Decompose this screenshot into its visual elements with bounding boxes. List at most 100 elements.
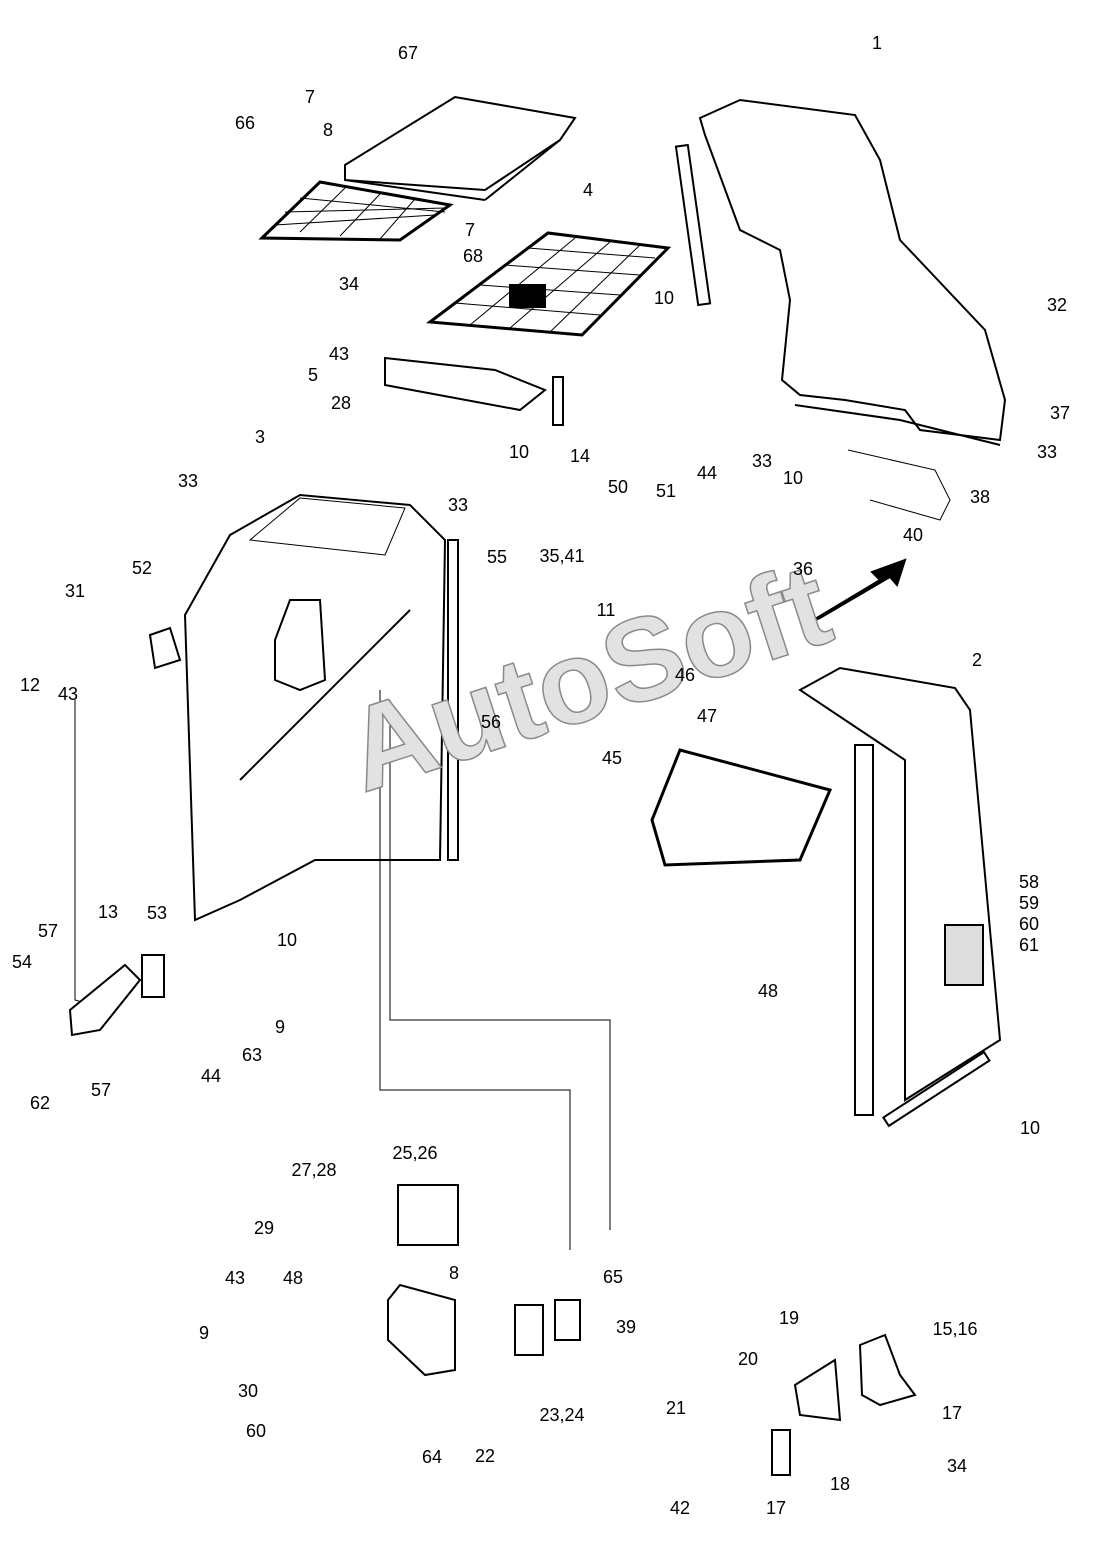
callout: 4	[582, 180, 594, 200]
callout: 20	[737, 1349, 759, 1369]
callout: 68	[462, 246, 484, 266]
part-10-seal-lower	[881, 1050, 991, 1128]
callout: 43	[57, 684, 79, 704]
callout: 10	[276, 930, 298, 950]
part-67-cover	[344, 95, 577, 192]
callout: 52	[131, 558, 153, 578]
callout: 21	[665, 1398, 687, 1418]
callout-stack: 58 59 60 61	[1019, 872, 1039, 956]
callout: 2	[971, 650, 983, 670]
callout: 42	[669, 1498, 691, 1518]
part-53-plate	[141, 954, 165, 998]
callout: 27,28	[291, 1160, 337, 1180]
callout: 60	[245, 1421, 267, 1441]
part-52-plate	[148, 626, 182, 670]
callout: 31	[64, 581, 86, 601]
callout: 11	[596, 600, 616, 620]
callout: 55	[486, 547, 508, 567]
callout: 40	[902, 525, 924, 545]
callout: 8	[448, 1263, 460, 1283]
callout: 44	[200, 1066, 222, 1086]
callout: 9	[198, 1323, 210, 1343]
callout: 33	[177, 471, 199, 491]
part-25-latch	[397, 1184, 459, 1246]
callout: 8	[322, 120, 334, 140]
callout: 10	[508, 442, 530, 462]
screen-center-mark	[509, 284, 546, 308]
callout: 23,24	[539, 1405, 585, 1425]
callout: 61	[1018, 935, 1040, 955]
part-45-filter	[650, 748, 833, 867]
part-65-plate	[554, 1299, 581, 1341]
callout: 63	[241, 1045, 263, 1065]
callout: 9	[274, 1017, 286, 1037]
callout: 65	[602, 1267, 624, 1287]
part-4-screen	[425, 231, 672, 337]
callout: 10	[782, 468, 804, 488]
callout: 54	[11, 952, 33, 972]
part-15-hinge	[858, 1333, 917, 1407]
part-1-housing	[698, 98, 1007, 442]
part-48-pillar	[854, 744, 874, 1116]
callout: 17	[941, 1403, 963, 1423]
callout: 7	[464, 220, 476, 240]
callout: 43	[224, 1268, 246, 1288]
callout: 30	[237, 1381, 259, 1401]
callout: 32	[1046, 295, 1068, 315]
callout: 29	[253, 1218, 275, 1238]
callout: 67	[397, 43, 419, 63]
part-33-seal	[447, 539, 459, 861]
callout: 1	[871, 33, 883, 53]
callout: 35,41	[539, 546, 585, 566]
callout: 25,26	[392, 1143, 438, 1163]
callout: 34	[338, 274, 360, 294]
callout: 53	[146, 903, 168, 923]
callout: 45	[601, 748, 623, 768]
callout: 44	[696, 463, 718, 483]
part-66-grille	[258, 180, 454, 242]
callout: 19	[778, 1308, 800, 1328]
part-3-roof-grille	[248, 497, 406, 556]
callout: 56	[480, 712, 502, 732]
part-5-bracket	[384, 356, 547, 412]
callout: 57	[90, 1080, 112, 1100]
callout: 47	[696, 706, 718, 726]
callout: 66	[234, 113, 256, 133]
callout: 5	[307, 365, 319, 385]
callout: 46	[674, 665, 696, 685]
callout: 38	[969, 487, 991, 507]
part-2-panel	[798, 666, 1002, 1102]
callout: 33	[751, 451, 773, 471]
callout: 64	[421, 1447, 443, 1467]
callout: 15,16	[932, 1319, 978, 1339]
callout: 34	[946, 1456, 968, 1476]
callout: 58	[1018, 872, 1040, 892]
direction-arrow	[809, 558, 907, 623]
callout: 37	[1049, 403, 1071, 423]
callout: 60	[1018, 914, 1040, 934]
callout: 57	[37, 921, 59, 941]
part-13-hinge	[68, 963, 142, 1037]
callout: 12	[19, 675, 41, 695]
part-19-plate	[793, 1358, 842, 1422]
callout: 48	[757, 981, 779, 1001]
callout: 10	[653, 288, 675, 308]
callout: 14	[569, 446, 591, 466]
part-18-strip	[771, 1429, 791, 1476]
callout: 43	[328, 344, 350, 364]
callout: 17	[765, 1498, 787, 1518]
part-10-seal	[674, 143, 712, 307]
part-3-opening	[274, 599, 327, 692]
part-23-block	[514, 1304, 544, 1356]
callout: 33	[447, 495, 469, 515]
callout: 59	[1018, 893, 1040, 913]
part-22-bracket	[387, 1283, 456, 1377]
part-58-grille	[944, 924, 984, 986]
callout: 36	[792, 559, 814, 579]
callout: 10	[1019, 1118, 1041, 1138]
callout: 7	[304, 87, 316, 107]
callout: 33	[1036, 442, 1058, 462]
part-10-strip	[552, 376, 564, 426]
